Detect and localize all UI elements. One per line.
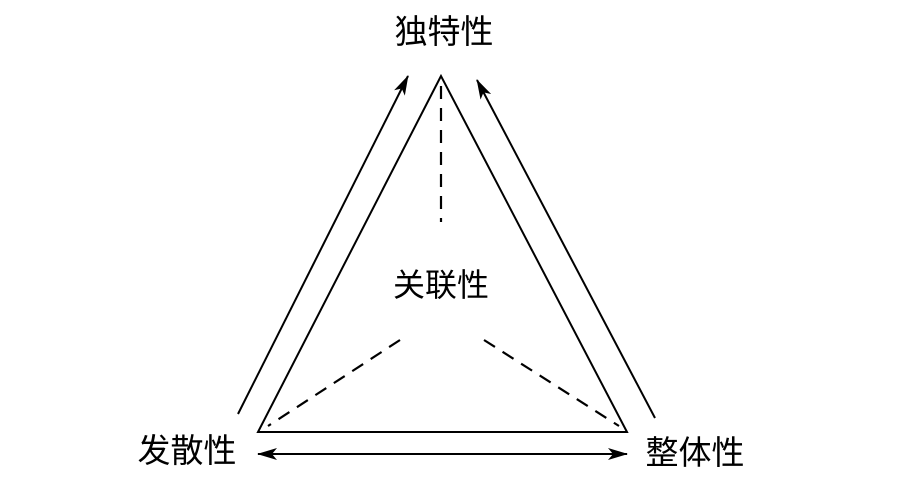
label-relevance: 关联性 [392,266,489,304]
label-divergence: 发散性 [137,431,237,470]
arrow-right-to-top [476,79,656,419]
triangle-outline [256,73,629,433]
arrow-left-to-top [237,75,409,415]
dashed-line-right [483,339,620,427]
dashed-line-left [267,339,401,427]
label-integrity: 整体性 [645,433,745,472]
label-uniqueness: 独特性 [394,12,494,51]
